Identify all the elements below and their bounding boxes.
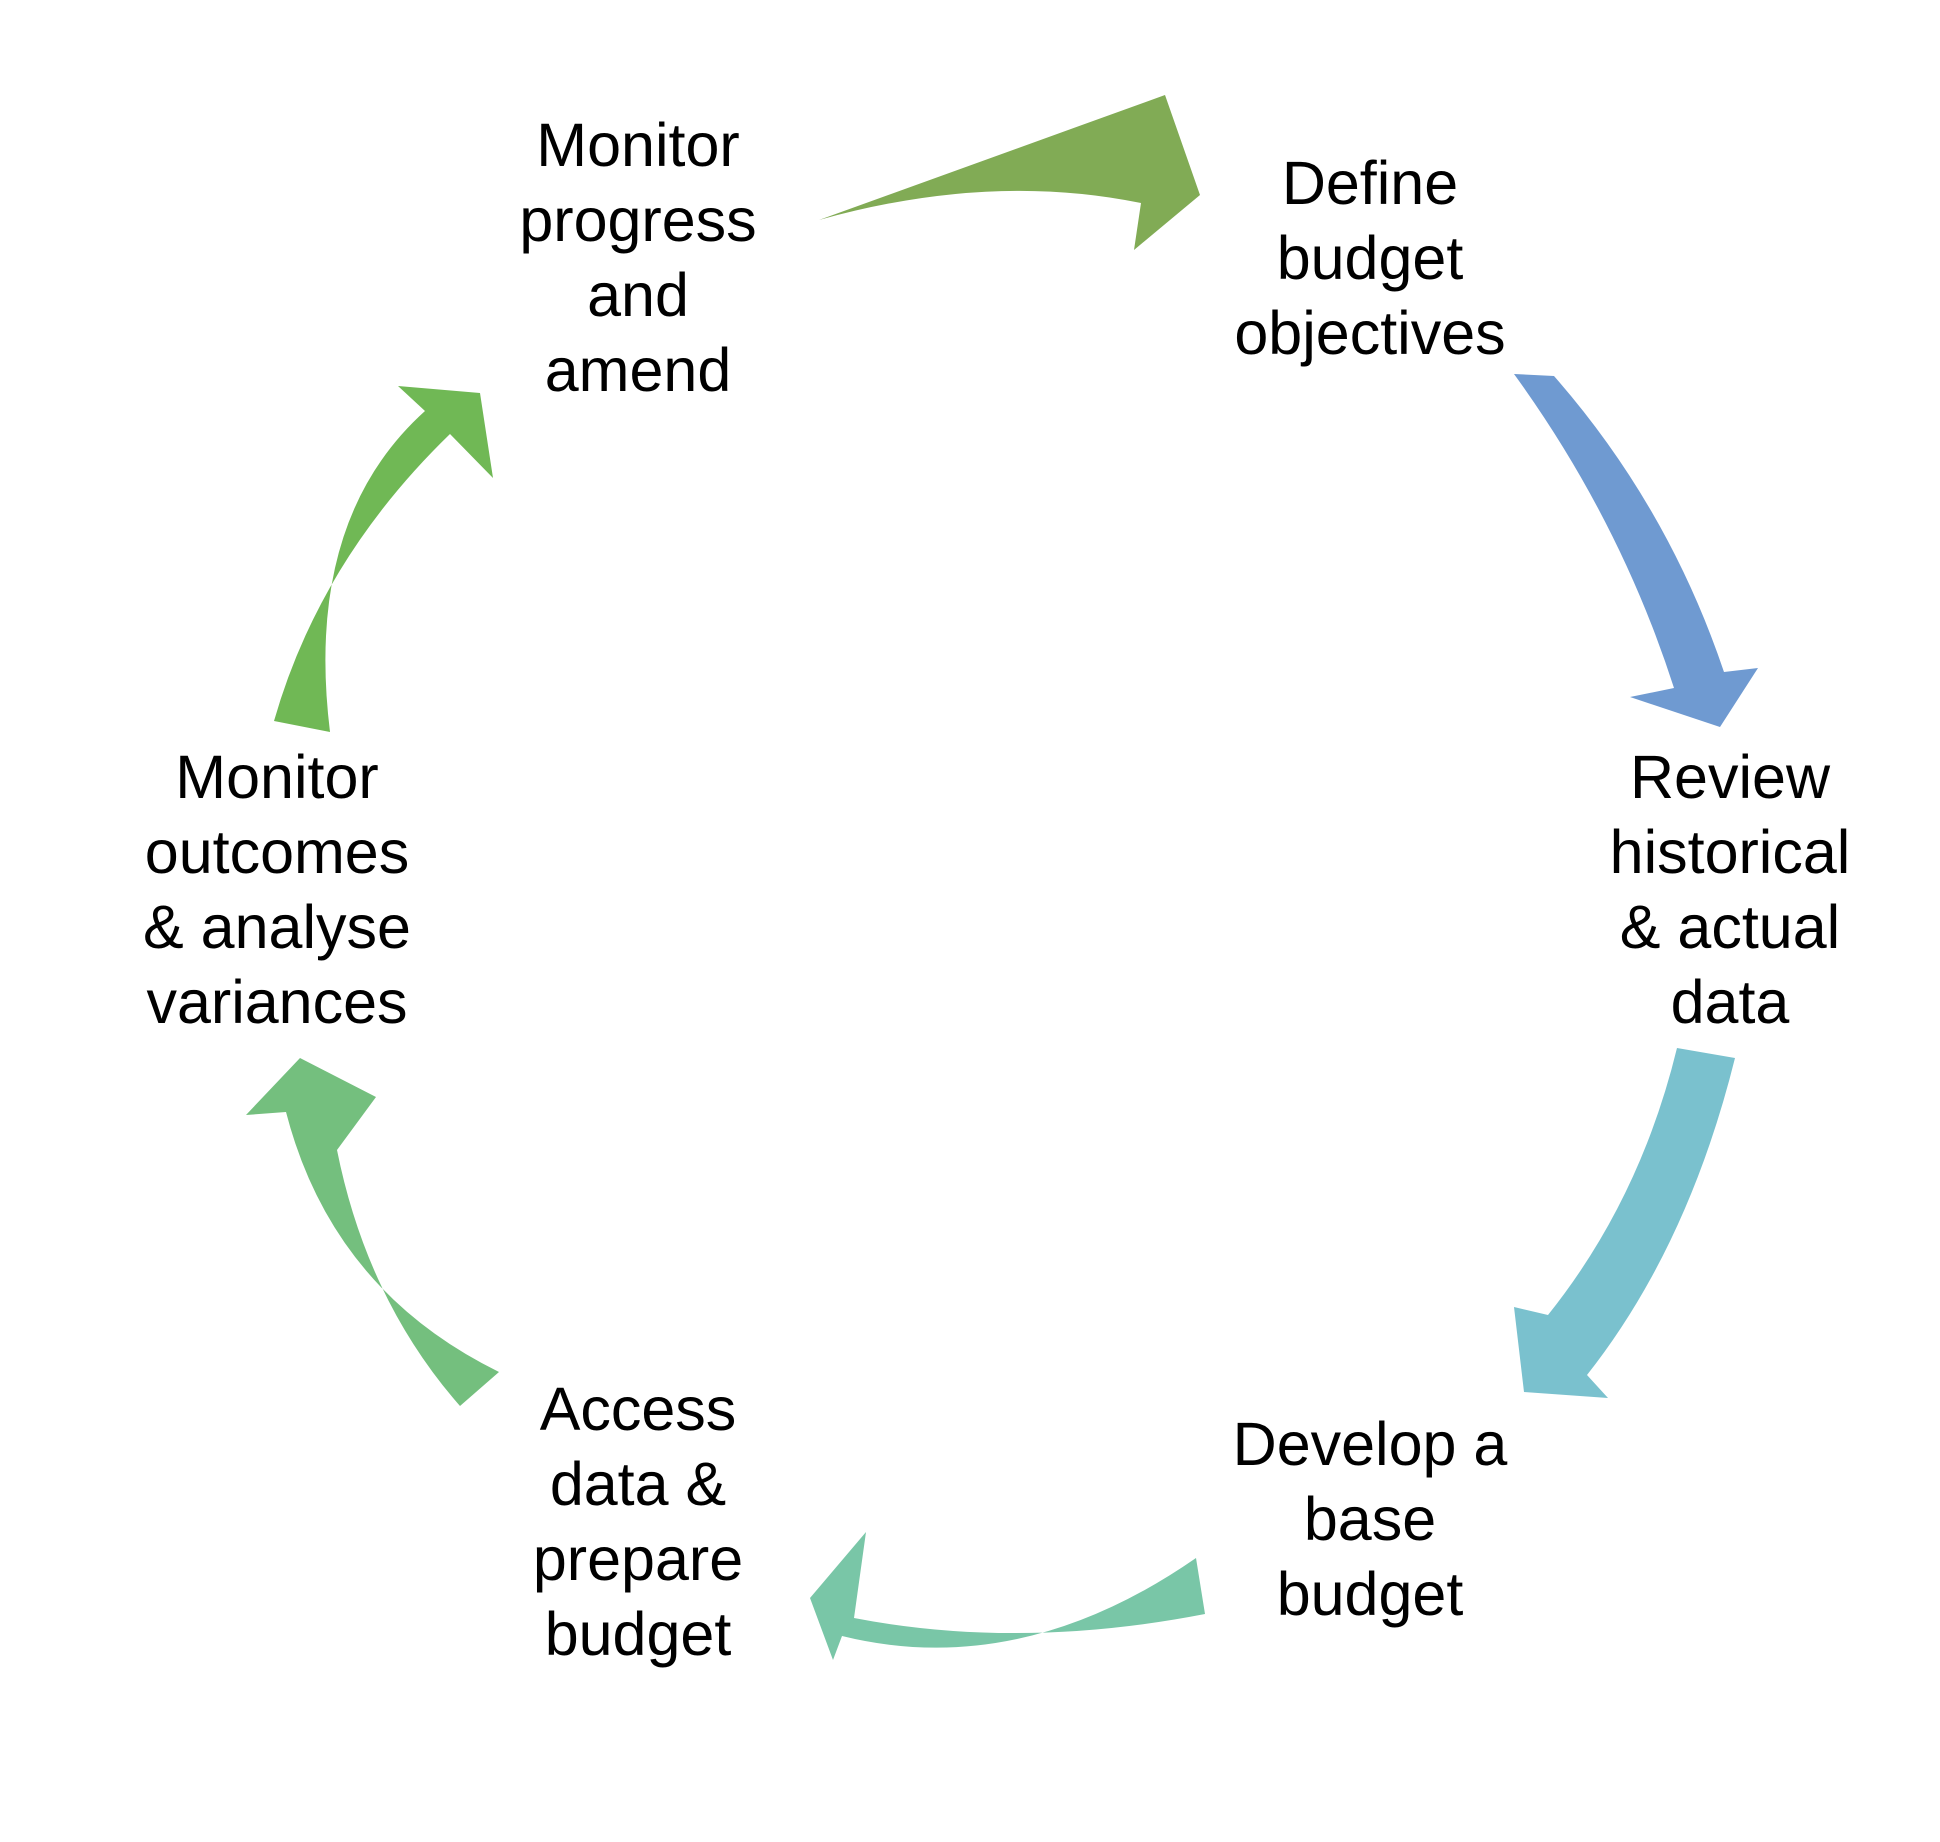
node-line: budget [1276, 224, 1464, 292]
node-line: and [587, 261, 689, 329]
node-line: Review [1629, 743, 1830, 811]
node-line: amend [544, 336, 732, 404]
node-line: Access [539, 1375, 737, 1443]
node-line: Monitor [175, 743, 379, 811]
node-line: Monitor [536, 111, 740, 179]
node-line: base [1303, 1485, 1437, 1553]
node-line: Define [1281, 149, 1459, 217]
node-develop-base-budget: Develop a base budget [1200, 1407, 1540, 1632]
node-line: & actual [1619, 893, 1841, 961]
arrow-develop-to-access [810, 1532, 1205, 1660]
node-define-budget-objectives: Define budget objectives [1200, 146, 1540, 371]
node-line: prepare [532, 1525, 744, 1593]
node-review-historical-actual-data: Review historical & actual data [1560, 740, 1900, 1040]
node-monitor-progress-and-amend: Monitor progress and amend [468, 108, 808, 408]
node-line: budget [544, 1600, 732, 1668]
node-access-data-prepare-budget: Access data & prepare budget [468, 1372, 808, 1672]
arrow-review-to-develop [1514, 1048, 1735, 1398]
node-line: & analyse [143, 893, 411, 961]
arrow-define-to-review [1514, 374, 1758, 727]
node-line: progress [519, 186, 757, 254]
node-line: outcomes [144, 818, 410, 886]
node-line: data & [549, 1450, 727, 1518]
node-line: budget [1276, 1560, 1464, 1628]
arrow-outcomes-to-progress [274, 386, 493, 732]
node-line: Develop a [1232, 1410, 1508, 1478]
node-line: variances [146, 968, 408, 1036]
arrow-access-to-outcomes [246, 1058, 499, 1406]
node-line: historical [1609, 818, 1851, 886]
arrow-progress-to-define [800, 95, 1200, 250]
node-line: objectives [1234, 299, 1506, 367]
node-monitor-outcomes-analyse-variances: Monitor outcomes & analyse variances [107, 740, 447, 1040]
node-line: data [1670, 968, 1790, 1036]
